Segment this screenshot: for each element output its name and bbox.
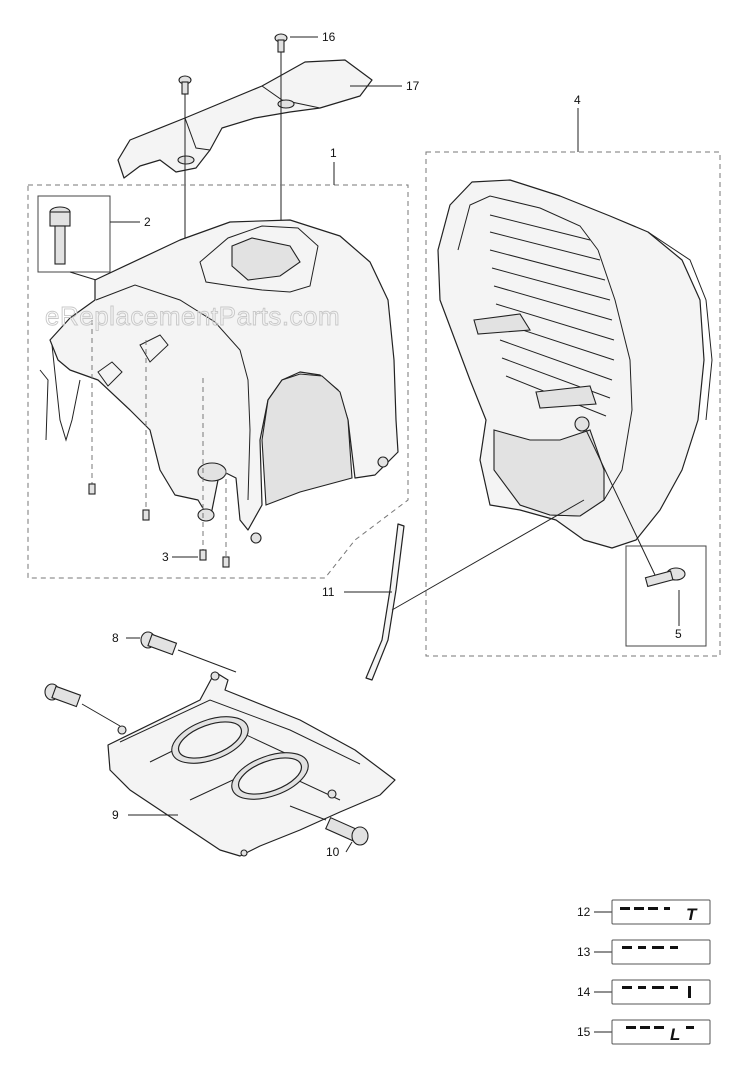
decal-15: 15 L <box>577 1019 711 1045</box>
callout-5: 5 <box>675 627 682 641</box>
part-9-skid-plate <box>107 671 396 857</box>
callout-14: 14 <box>577 985 591 999</box>
part-2-screw <box>49 206 71 265</box>
callout-15: 15 <box>577 1025 591 1039</box>
callout-16: 16 <box>322 30 336 44</box>
decal-12: 12 T <box>577 899 711 925</box>
part-8-screw <box>44 631 178 708</box>
callout-3: 3 <box>162 550 169 564</box>
callout-9: 9 <box>112 808 119 822</box>
decal-12-letter: T <box>686 905 698 924</box>
callout-17: 17 <box>406 79 420 93</box>
part-11-tube <box>365 523 405 681</box>
part-5-screw <box>644 567 686 588</box>
callout-12: 12 <box>577 905 591 919</box>
part-4-fan-housing <box>437 179 713 549</box>
decal-14: 14 <box>577 979 711 1005</box>
callout-4: 4 <box>574 93 581 107</box>
callout-11: 11 <box>322 585 335 599</box>
part-5-box <box>625 545 707 647</box>
decal-13: 13 <box>577 939 711 965</box>
part-1-cylinder-cover <box>39 219 399 544</box>
part-17-top-plate <box>117 59 373 179</box>
decal-15-letter: L <box>670 1025 680 1044</box>
callout-2: 2 <box>144 215 151 229</box>
callout-1: 1 <box>330 146 337 160</box>
watermark: eReplacementParts.com <box>45 301 340 331</box>
part-2-box <box>37 195 111 273</box>
callout-10: 10 <box>326 845 340 859</box>
callout-8: 8 <box>112 631 119 645</box>
group-box-1 <box>27 184 409 579</box>
group-box-4 <box>425 151 721 657</box>
part-3-screws <box>88 320 230 568</box>
fan-fins <box>489 214 615 417</box>
part-10-screw <box>325 816 369 846</box>
callout-13: 13 <box>577 945 591 959</box>
